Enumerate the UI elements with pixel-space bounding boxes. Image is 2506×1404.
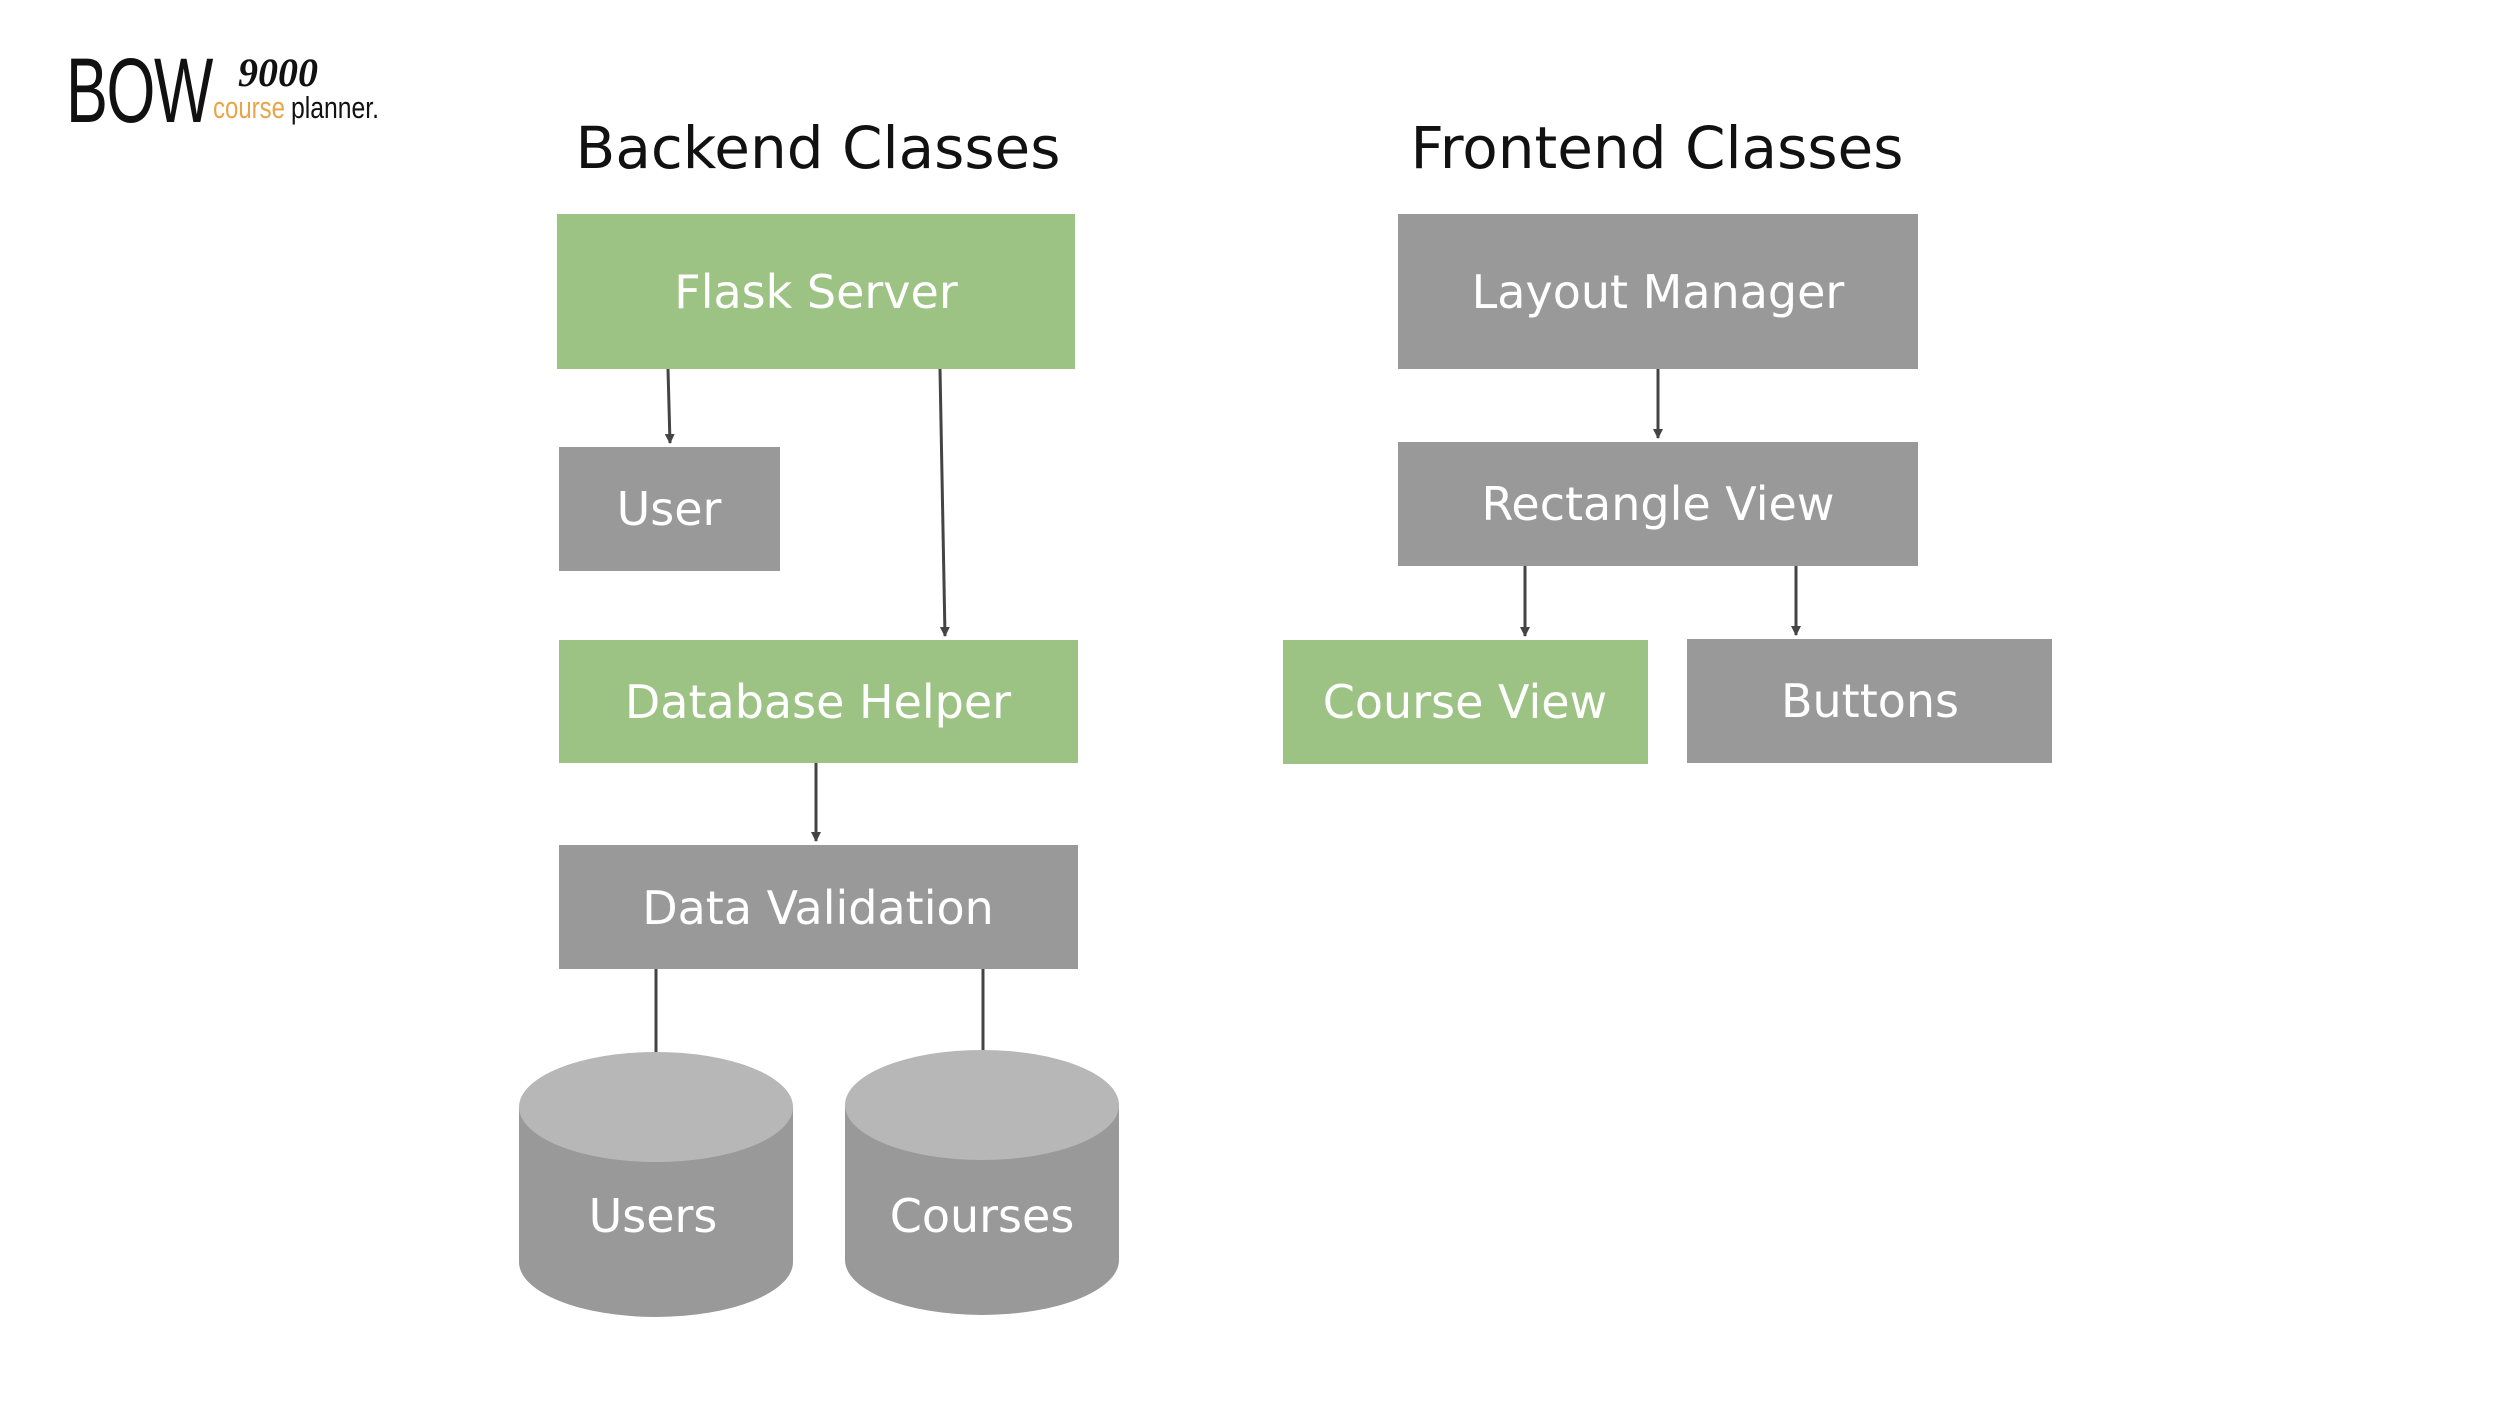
database-label: Courses <box>890 1189 1075 1243</box>
edge-flask-to-user <box>664 368 675 444</box>
node-label: Flask Server <box>674 265 958 319</box>
database-courses: Courses <box>845 1050 1119 1315</box>
node-rectangle-view: Rectangle View <box>1398 442 1918 566</box>
edges <box>651 368 1801 1093</box>
node-data-validation: Data Validation <box>559 845 1078 969</box>
node-label: Rectangle View <box>1482 477 1835 531</box>
logo: BOW 9000 course planner. <box>66 40 379 142</box>
logo-subtitle: planner. <box>291 90 379 125</box>
edge-flask-to-database-helper <box>938 368 950 637</box>
node-label: Buttons <box>1781 674 1959 728</box>
node-label: Database Helper <box>625 675 1011 729</box>
node-label: Layout Manager <box>1472 265 1845 319</box>
node-database-helper: Database Helper <box>559 640 1078 763</box>
database-label: Users <box>589 1189 718 1243</box>
logo-brand: BOW <box>66 40 213 142</box>
node-label: Course View <box>1323 675 1607 729</box>
database-users: Users <box>519 1052 793 1317</box>
node-label: User <box>617 482 722 536</box>
node-buttons: Buttons <box>1687 639 2052 763</box>
logo-number: 9000 <box>238 50 318 95</box>
node-label: Data Validation <box>642 881 994 935</box>
node-user: User <box>559 447 780 571</box>
logo-subtitle-accent: course <box>213 90 285 125</box>
frontend-heading: Frontend Classes <box>1411 114 1904 182</box>
backend-heading: Backend Classes <box>576 114 1061 182</box>
node-flask-server: Flask Server <box>557 214 1075 369</box>
node-course-view: Course View <box>1283 640 1648 764</box>
node-layout-manager: Layout Manager <box>1398 214 1918 369</box>
